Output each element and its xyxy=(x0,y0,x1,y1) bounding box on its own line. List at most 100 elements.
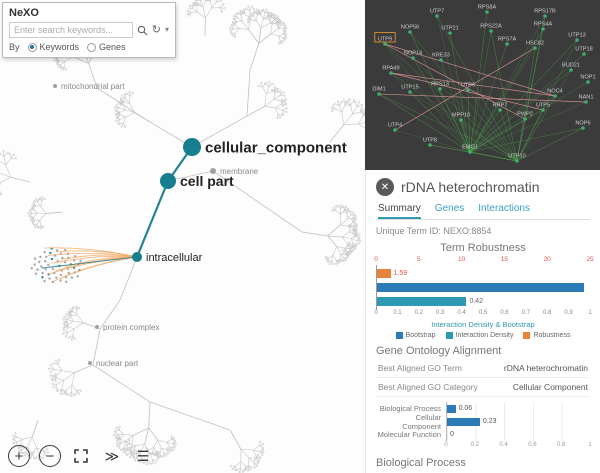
caret-down-icon[interactable]: ▾ xyxy=(164,25,169,34)
tree-node-intracellular[interactable] xyxy=(132,252,142,262)
network-node-RPS7A[interactable] xyxy=(505,42,509,46)
network-node-label-RPS8A: RPS8A xyxy=(478,5,497,11)
expand-icon xyxy=(74,449,88,463)
network-node-KRE33[interactable] xyxy=(439,58,443,62)
zoom-out-icon: − xyxy=(45,447,55,465)
keywords-radio[interactable]: Keywords xyxy=(27,42,80,52)
tab-genes[interactable]: Genes xyxy=(434,203,465,214)
bar-robustness: 1.59 xyxy=(377,267,590,280)
network-node-UTP7[interactable] xyxy=(435,14,439,18)
network-node-label-MPP10: MPP10 xyxy=(452,113,470,119)
network-node-UTP8[interactable] xyxy=(428,143,432,147)
close-button[interactable]: ✕ xyxy=(376,178,394,196)
tree-node-mitochondrial_part[interactable] xyxy=(53,84,57,88)
network-node-label-NOP6: NOP6 xyxy=(575,121,590,127)
go-category-key: Best Aligned GO Category xyxy=(378,382,478,392)
network-node-label-UTP15: UTP15 xyxy=(401,85,418,91)
network-node-label-RPA49: RPA49 xyxy=(382,66,399,72)
network-node-UTP10[interactable] xyxy=(515,159,519,163)
network-node-PWP2[interactable] xyxy=(523,117,527,121)
term-title: rDNA heterochromatin xyxy=(401,179,540,195)
layers-icon: ☰ xyxy=(136,447,150,464)
go-term-value: rDNA heterochromatin xyxy=(503,363,588,373)
network-node-label-HSC82: HSC82 xyxy=(526,41,544,47)
layers-button[interactable]: ☰ xyxy=(132,445,154,467)
network-node-label-KRE33: KRE33 xyxy=(432,53,450,59)
reset-button[interactable]: ↻ xyxy=(152,24,161,36)
tree-node-label-mitochondrial_part: mitochondrial part xyxy=(61,82,125,91)
network-node-RPS8A[interactable] xyxy=(485,10,489,14)
go-category-value: Cellular Component xyxy=(512,382,588,392)
robustness-axis-label: Interaction Density & Bootstrap xyxy=(431,320,535,329)
network-node-UTP15[interactable] xyxy=(408,90,412,94)
robustness-bars: 1.59 0.42 xyxy=(376,265,590,310)
network-node-label-NOP1: NOP1 xyxy=(580,75,595,81)
network-node-label-PWP2: PWP2 xyxy=(517,112,533,118)
tree-node-nuclear_part[interactable] xyxy=(88,361,92,365)
network-node-RPS22A[interactable] xyxy=(489,29,493,33)
biological-process-title: Biological Process xyxy=(376,457,466,469)
network-node-label-NOP56: NOP56 xyxy=(401,25,419,31)
network-node-RPA49[interactable] xyxy=(389,71,393,75)
network-node-label-RPS17B: RPS17B xyxy=(534,9,556,15)
zoom-out-button[interactable]: − xyxy=(39,445,61,467)
tree-node-protein_complex[interactable] xyxy=(95,325,99,329)
network-node-EMG1[interactable] xyxy=(468,150,472,154)
network-node-UTP18[interactable] xyxy=(582,52,586,56)
network-node-UTP9[interactable] xyxy=(383,42,387,46)
search-input[interactable] xyxy=(9,22,133,38)
network-node-label-UTP5: UTP5 xyxy=(536,103,550,109)
keywords-radio-label: Keywords xyxy=(39,42,80,52)
network-node-RPS4A[interactable] xyxy=(541,27,545,31)
network-node-NOP1[interactable] xyxy=(586,80,590,84)
bar-interaction-density: 0.42 xyxy=(377,295,590,308)
network-node-UTP6[interactable] xyxy=(466,88,470,92)
network-node-label-UTP13: UTP13 xyxy=(568,33,585,39)
network-node-NOC4[interactable] xyxy=(553,94,557,98)
network-node-UTP4[interactable] xyxy=(393,128,397,132)
network-node-DIM1[interactable] xyxy=(377,92,381,96)
network-node-label-RPS22A: RPS22A xyxy=(480,24,502,30)
network-node-NOP56[interactable] xyxy=(408,30,412,34)
bar-bootstrap xyxy=(377,281,590,294)
search-icon xyxy=(137,25,148,35)
network-node-NOP14[interactable] xyxy=(411,56,415,60)
network-node-UTP13[interactable] xyxy=(575,38,579,42)
tree-node-membrane[interactable] xyxy=(210,168,216,174)
network-node-HSC82[interactable] xyxy=(533,46,537,50)
network-node-NAN1[interactable] xyxy=(584,100,588,104)
search-button[interactable] xyxy=(137,25,148,36)
zoom-in-button[interactable]: + xyxy=(8,445,30,467)
tree-node-cell_part[interactable] xyxy=(160,173,176,189)
network-node-NOP6[interactable] xyxy=(581,126,585,130)
robustness-section-title: Term Robustness xyxy=(440,242,526,254)
genes-radio[interactable]: Genes xyxy=(87,42,126,52)
go-alignment-title: Gene Ontology Alignment xyxy=(376,345,502,357)
network-node-RRP7[interactable] xyxy=(498,108,502,112)
collapse-button[interactable]: ≫ xyxy=(101,445,123,467)
network-node-RPS13[interactable] xyxy=(438,87,442,91)
unique-term-id: Unique Term ID: NEXO:8854 xyxy=(376,226,492,236)
view-controls: + − ≫ ☰ xyxy=(8,445,154,467)
network-node-UTP21[interactable] xyxy=(448,31,452,35)
network-node-label-DIM1: DIM1 xyxy=(372,87,385,93)
tab-summary[interactable]: Summary xyxy=(378,203,421,219)
network-node-MPP10[interactable] xyxy=(459,118,463,122)
network-node-label-RPS4A: RPS4A xyxy=(534,22,553,28)
tree-node-cellular_component[interactable] xyxy=(183,138,201,156)
tab-interactions[interactable]: Interactions xyxy=(478,203,530,214)
network-node-BUD21[interactable] xyxy=(569,68,573,72)
network-node-RPS17B[interactable] xyxy=(543,14,547,18)
network-node-UTP5[interactable] xyxy=(541,108,545,112)
app-title: NeXO xyxy=(9,7,39,19)
fit-to-screen-button[interactable] xyxy=(70,445,92,467)
